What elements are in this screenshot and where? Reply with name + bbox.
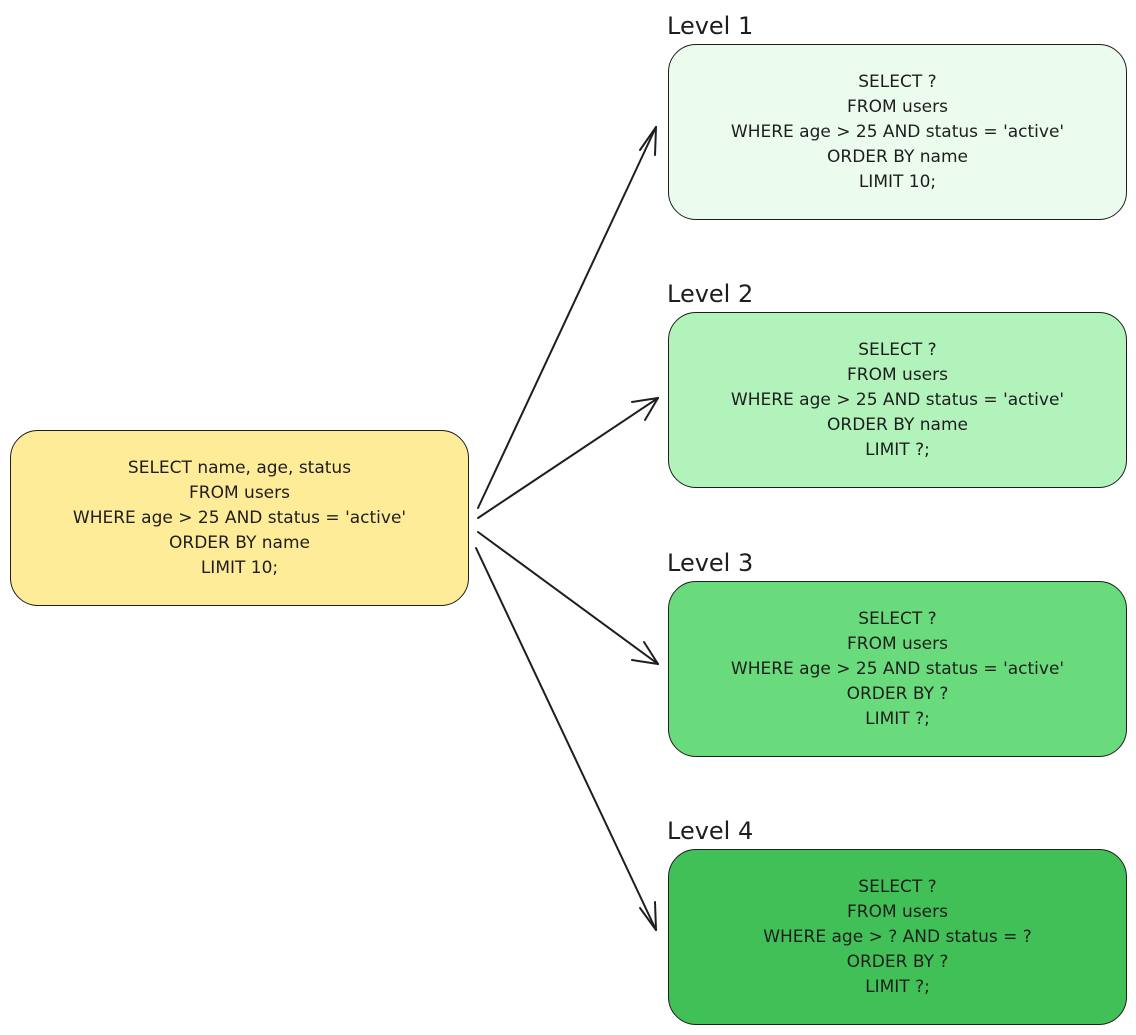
query-line: FROM users [189, 482, 290, 503]
query-line: SELECT ? [858, 876, 937, 897]
query-line: SELECT ? [858, 71, 937, 92]
query-line: ORDER BY name [827, 146, 968, 167]
level-2-label: Level 2 [667, 280, 754, 308]
arrow-to-level-3 [477, 531, 659, 665]
level-2-query-text: SELECT ? FROM users WHERE age > 25 AND s… [731, 338, 1064, 463]
query-line: FROM users [847, 633, 948, 654]
query-line: WHERE age > 25 AND status = 'active' [72, 507, 407, 528]
level-3-query-text: SELECT ? FROM users WHERE age > 25 AND s… [731, 607, 1064, 732]
level-4-label: Level 4 [667, 817, 754, 845]
level-1-label: Level 1 [667, 12, 754, 40]
query-line: LIMIT 10; [858, 171, 937, 192]
level-4-query-text: SELECT ? FROM users WHERE age > ? AND st… [763, 875, 1032, 1000]
query-line: FROM users [847, 901, 948, 922]
query-line: SELECT ? [858, 608, 937, 629]
query-line: WHERE age > ? AND status = ? [763, 926, 1032, 947]
level-3-label: Level 3 [667, 549, 754, 577]
level-1-box: SELECT ? FROM users WHERE age > 25 AND s… [668, 44, 1127, 220]
query-line: LIMIT ?; [865, 439, 930, 460]
arrow-to-level-1 [477, 126, 657, 509]
query-line: SELECT ? [858, 339, 937, 360]
query-line: WHERE age > 25 AND status = 'active' [730, 658, 1065, 679]
arrow-to-level-4 [475, 547, 657, 931]
query-line: ORDER BY name [169, 532, 310, 553]
level-2-box: SELECT ? FROM users WHERE age > 25 AND s… [668, 312, 1127, 488]
source-query-box: SELECT name, age, status FROM users WHER… [10, 430, 469, 606]
query-line: WHERE age > 25 AND status = 'active' [730, 389, 1065, 410]
query-line: FROM users [847, 96, 948, 117]
arrow-to-level-2 [477, 397, 659, 519]
level-1-query-text: SELECT ? FROM users WHERE age > 25 AND s… [731, 70, 1064, 195]
query-line: WHERE age > 25 AND status = 'active' [730, 121, 1065, 142]
query-line: FROM users [847, 364, 948, 385]
query-line: LIMIT 10; [200, 557, 279, 578]
source-query-text: SELECT name, age, status FROM users WHER… [73, 456, 406, 581]
query-line: LIMIT ?; [865, 708, 930, 729]
query-line: SELECT name, age, status [127, 457, 352, 478]
query-line: ORDER BY name [827, 414, 968, 435]
query-line: ORDER BY ? [846, 683, 949, 704]
query-line: LIMIT ?; [865, 976, 930, 997]
level-3-box: SELECT ? FROM users WHERE age > 25 AND s… [668, 581, 1127, 757]
level-4-box: SELECT ? FROM users WHERE age > ? AND st… [668, 849, 1127, 1025]
query-line: ORDER BY ? [846, 951, 949, 972]
